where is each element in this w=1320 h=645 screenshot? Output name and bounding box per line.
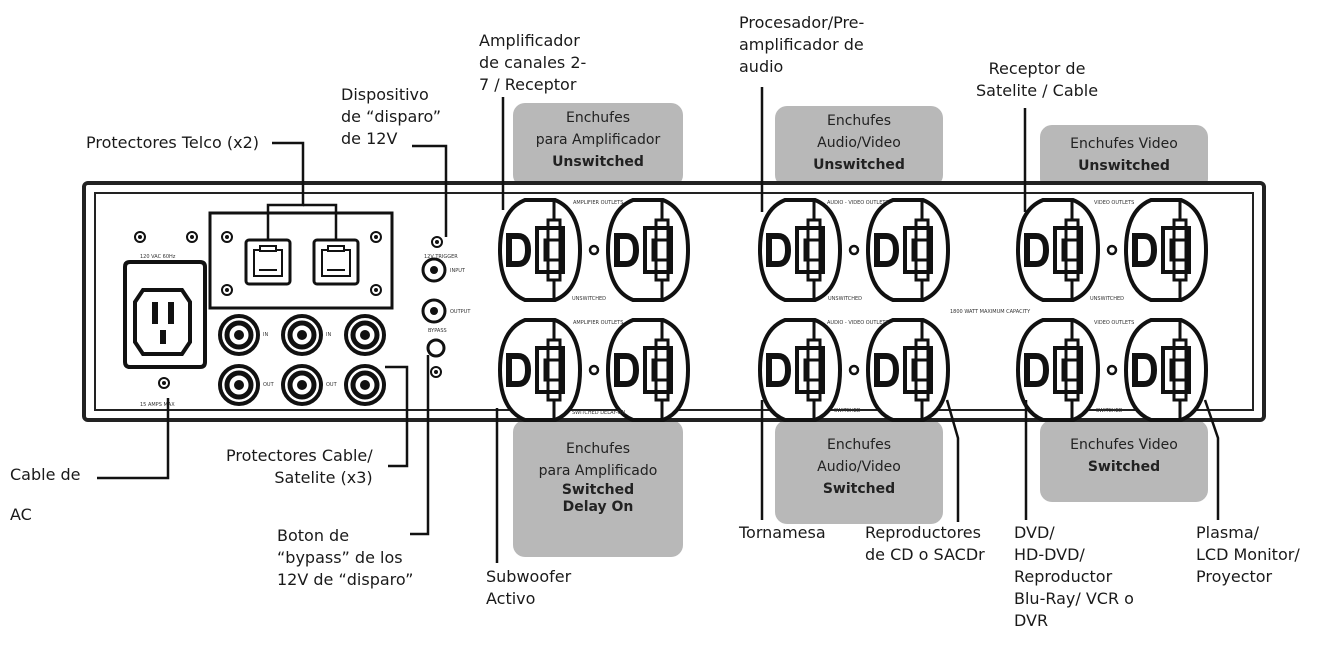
telco-plate	[208, 211, 394, 310]
coax-icon	[283, 366, 321, 404]
box-amp-unswitched: Enchufes para Amplificador Unswitched	[513, 103, 683, 187]
outlet-icon	[1018, 320, 1098, 420]
bypass-button-icon	[426, 338, 446, 358]
box-line-bold: Delay On	[562, 499, 634, 515]
label-receiver: Receptor de Satelite / Cable	[976, 59, 1099, 100]
box-line: Audio/Video	[817, 135, 901, 151]
label-processor: Procesador/Pre- amplificador de audio	[739, 13, 865, 76]
leader-lines	[97, 87, 1220, 563]
box-av-unswitched: Enchufes Audio/Video Unswitched	[775, 106, 943, 187]
coax-out-text: OUT	[263, 382, 275, 388]
outlet-group-text: AUDIO - VIDEO OUTLETS	[827, 200, 889, 206]
outlet-icon	[868, 200, 948, 300]
outlet-mode-text: UNSWITCHED	[1090, 296, 1124, 302]
coax-icon	[220, 366, 258, 404]
coax-icon	[220, 316, 258, 354]
box-line-bold: Switched	[822, 481, 896, 497]
amps-text: 15 AMPS MAX	[140, 402, 175, 408]
box-line-bold: Unswitched	[813, 157, 905, 173]
label-subwoofer: Subwoofer Activo	[486, 567, 572, 608]
label-turntable: Tornamesa	[739, 523, 826, 542]
box-line: Enchufes	[566, 110, 630, 126]
coax-icon	[346, 366, 384, 404]
box-line-bold: Unswitched	[1078, 158, 1170, 174]
outlet-group-text: AUDIO - VIDEO OUTLETS	[827, 320, 889, 326]
label-amplifier: Amplificador de canales 2- 7 / Receptor	[479, 31, 587, 94]
output-text: OUTPUT	[450, 309, 471, 315]
box-line: para Amplificado	[538, 463, 658, 479]
outlet-icon	[608, 200, 688, 300]
outlet-mode-text: UNSWITCHED	[828, 296, 862, 302]
input-text: INPUT	[450, 268, 466, 274]
coax-icon	[346, 316, 384, 354]
ac-inlet-icon	[123, 260, 207, 369]
label-cable-satellite: Protectores Cable/ Satelite (x3)	[226, 446, 373, 487]
outlet-icon	[608, 320, 688, 420]
outlet-icon	[760, 200, 840, 300]
box-line-bold: Switched	[1087, 459, 1161, 475]
phone-jack-icon	[244, 238, 292, 286]
outlet-mode-text: UNSWITCHED	[572, 296, 606, 302]
voltage-text: 120 VAC 60Hz	[140, 254, 176, 260]
outlet-icon	[500, 320, 580, 420]
box-line: Enchufes	[566, 441, 630, 457]
box-video-switched: Enchufes Video Switched	[1040, 420, 1208, 502]
label-bypass-button: Boton de “bypass” de los 12V de “disparo…	[277, 526, 414, 589]
capacity-text: 1800 WATT MAXIMUM CAPACITY	[950, 309, 1031, 315]
label-dvd: DVD/ HD-DVD/ Reproductor Blu-Ray/ VCR o …	[1014, 523, 1134, 630]
outlet-icon	[1126, 200, 1206, 300]
outlet-group-text: VIDEO OUTLETS	[1094, 320, 1134, 326]
outlet-group-text: AMPLIFIER OUTLETS	[573, 320, 623, 326]
outlet-group-text: AMPLIFIER OUTLETS	[573, 200, 623, 206]
box-line: Enchufes	[827, 113, 891, 129]
box-line-bold: Unswitched	[552, 154, 644, 170]
phone-jack-icon	[312, 238, 360, 286]
outlet-mode-text: SWITCHED	[834, 408, 861, 414]
bypass-text: BYPASS	[428, 328, 447, 334]
box-line: para Amplificador	[535, 132, 661, 148]
box-line: Enchufes Video	[1070, 136, 1178, 152]
outlet-group-text: VIDEO OUTLETS	[1094, 200, 1134, 206]
box-video-unswitched: Enchufes Video Unswitched	[1040, 125, 1208, 191]
box-line: Enchufes	[827, 437, 891, 453]
outlet-mode-text: SWITCHED DELAY-ON	[572, 410, 625, 416]
coax-in-text: IN	[326, 332, 331, 338]
outlet-icon	[1126, 320, 1206, 420]
coax-out-text: OUT	[326, 382, 338, 388]
coax-in-text: IN	[263, 332, 268, 338]
label-cd: Reproductores de CD o SACDr	[865, 523, 985, 564]
outlet-icon	[760, 320, 840, 420]
label-ac-cable: Cable de AC	[10, 465, 81, 524]
box-line: Enchufes Video	[1070, 437, 1178, 453]
outlet-mode-text: SWITCHED	[1096, 408, 1123, 414]
coax-icon	[283, 316, 321, 354]
outlet-icon	[500, 200, 580, 300]
outlet-icon	[868, 320, 948, 420]
label-trigger-device: Dispositivo de “disparo” de 12V	[341, 85, 442, 148]
label-telco: Protectores Telco (x2)	[86, 133, 259, 152]
box-av-switched: Enchufes Audio/Video Switched	[775, 420, 943, 524]
label-plasma: Plasma/ LCD Monitor/ Proyector	[1196, 523, 1300, 586]
trigger-input-jack-icon	[421, 257, 447, 283]
trigger-output-jack-icon	[421, 298, 447, 324]
trigger-text: 12V TRIGGER	[424, 254, 458, 260]
box-line: Audio/Video	[817, 459, 901, 475]
box-line-bold: Switched	[561, 482, 635, 498]
outlet-icon	[1018, 200, 1098, 300]
box-amp-switched: Enchufes para Amplificado Switched Delay…	[513, 420, 683, 557]
